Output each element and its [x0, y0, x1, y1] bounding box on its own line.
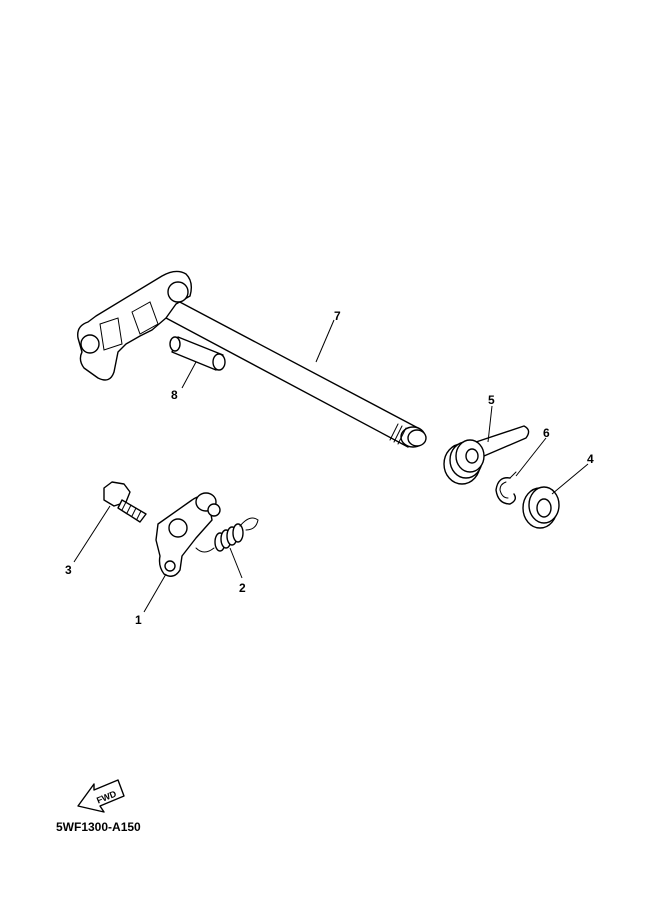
leader-4: [551, 463, 589, 495]
callout-7: 7: [334, 309, 341, 323]
leader-5: [487, 405, 493, 443]
diagram-code: 5WF1300-A150: [56, 820, 141, 834]
circlip: [495, 471, 517, 505]
callout-3: 3: [65, 563, 72, 577]
callout-5: 5: [488, 393, 495, 407]
callout-4: 4: [587, 452, 594, 466]
leader-2: [229, 547, 243, 579]
torsion-spring: [443, 425, 530, 485]
fwd-arrow-icon: FWD: [77, 779, 125, 813]
oil-seal: [522, 486, 560, 529]
leader-8: [181, 361, 197, 389]
callout-8: 8: [171, 388, 178, 402]
leader-7: [315, 319, 335, 363]
callout-2: 2: [239, 581, 246, 595]
leader-1: [143, 573, 167, 613]
bolt: [103, 481, 147, 523]
stopper-lever: [155, 492, 221, 577]
callout-6: 6: [543, 426, 550, 440]
leader-3: [73, 505, 111, 563]
tension-spring: [195, 517, 259, 553]
shift-shaft: [77, 270, 427, 448]
callout-1: 1: [135, 613, 142, 627]
dowel-pin: [169, 336, 226, 371]
leader-lines: [73, 319, 589, 613]
leader-6: [515, 437, 547, 477]
